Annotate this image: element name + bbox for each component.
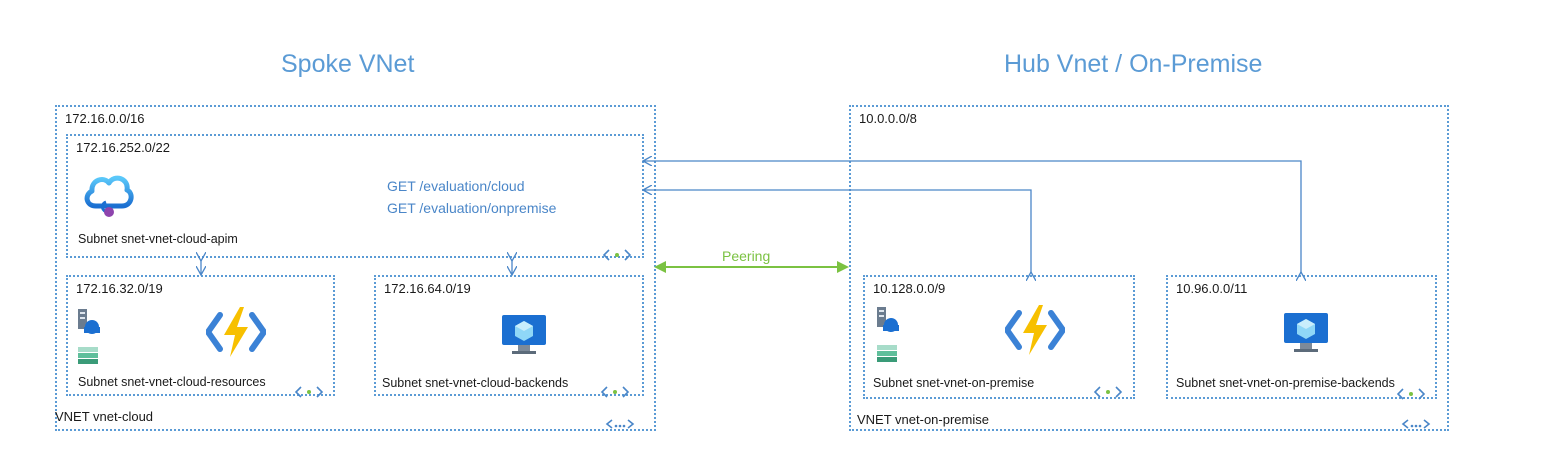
hub-heading: Hub Vnet / On-Premise [1004,50,1263,78]
vnet-icon [1401,419,1431,429]
hub-vnet-name: VNET vnet-on-premise [857,412,989,427]
hub-vnet-cidr: 10.0.0.0/8 [859,111,917,126]
spoke-vnet-name: VNET vnet-cloud [55,409,154,424]
function-app-icon [1005,305,1065,355]
subnet-on-premise-backends-cidr: 10.96.0.0/11 [1176,281,1248,296]
subnet-icon [294,386,324,398]
subnet-on-premise-cidr: 10.128.0.0/9 [873,281,946,296]
apim-cloud-icon [84,175,134,217]
subnet-icon [602,249,632,261]
subnet-apim-name: Subnet snet-vnet-cloud-apim [78,232,238,246]
peering-label: Peering [722,248,771,264]
subnet-on-premise-backends-box: 10.96.0.0/11 Subnet snet-vnet-on-premise… [1166,275,1437,400]
subnet-icon [600,386,630,398]
virtual-machine-icon [1284,313,1328,352]
subnet-resources-cidr: 172.16.32.0/19 [76,281,163,296]
spoke-heading: Spoke VNet [281,50,415,78]
virtual-machine-icon [502,315,546,354]
route-onpremise: GET /evaluation/onpremise [387,200,557,216]
spoke-vnet-cidr: 172.16.0.0/16 [65,111,145,126]
subnet-on-premise-backends-name: Subnet snet-vnet-on-premise-backends [1176,376,1395,390]
subnet-icon [1396,388,1426,400]
subnet-icon [1093,386,1123,398]
subnet-apim-box: 172.16.252.0/22 Subnet snet-vnet-cloud-a… [66,134,644,261]
subnet-on-premise-box: 10.128.0.0/9 Subnet snet-vnet-on-premise [863,275,1135,399]
subnet-cloud-backends-name: Subnet snet-vnet-cloud-backends [382,376,569,390]
vnet-icon [605,419,635,429]
subnet-cloud-backends-box: 172.16.64.0/19 Subnet snet-vnet-cloud-ba… [374,275,644,398]
function-app-icon [206,307,266,357]
route-cloud: GET /evaluation/cloud [387,178,525,194]
subnet-cloud-backends-cidr: 172.16.64.0/19 [384,281,471,296]
storage-icon [78,309,100,364]
subnet-resources-name: Subnet snet-vnet-cloud-resources [78,375,266,389]
storage-icon [877,307,899,362]
subnet-apim-cidr: 172.16.252.0/22 [76,140,170,155]
subnet-on-premise-name: Subnet snet-vnet-on-premise [873,376,1035,390]
subnet-resources-box: 172.16.32.0/19 Subnet snet-vnet-cloud-re… [66,275,335,398]
